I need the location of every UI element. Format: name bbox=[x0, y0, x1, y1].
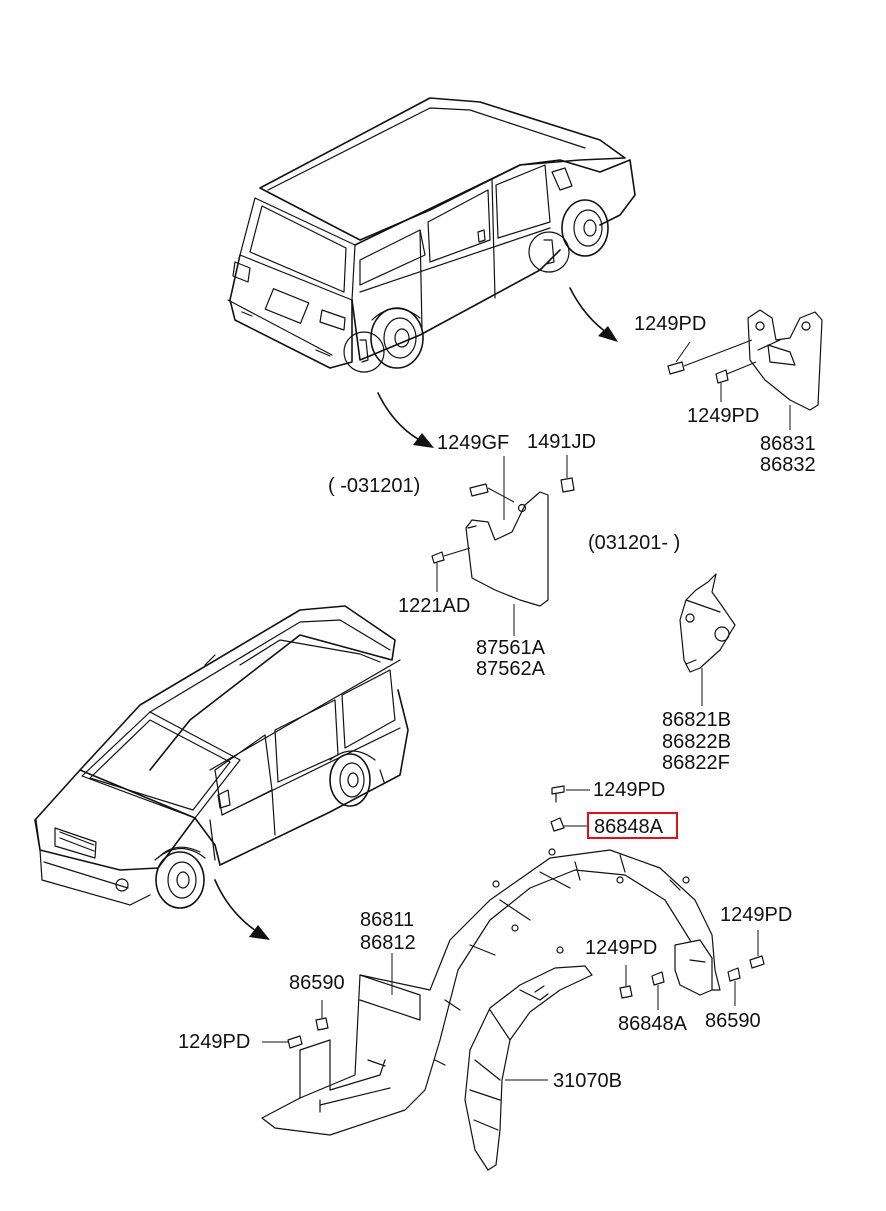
label-86848a: 86848A bbox=[618, 1013, 688, 1035]
mud-flap-86831 bbox=[747, 309, 823, 411]
label-87561a: 87561A bbox=[476, 637, 546, 659]
screw-1221ad bbox=[431, 547, 471, 592]
label-range-old: ( -031201) bbox=[328, 475, 420, 497]
label-1249pd: 1249PD bbox=[585, 937, 657, 959]
mud-flap-87561a bbox=[465, 491, 549, 607]
label-86812: 86812 bbox=[360, 932, 416, 954]
callout-arrows-rear bbox=[377, 287, 618, 448]
bracket-right bbox=[674, 939, 713, 996]
clip-1491jd bbox=[560, 455, 575, 493]
label-86831: 86831 bbox=[760, 433, 816, 455]
label-1249gf: 1249GF bbox=[437, 432, 509, 454]
bolt-1249pd-d bbox=[262, 1035, 303, 1049]
label-86822f: 86822F bbox=[662, 752, 730, 774]
label-86821b: 86821B bbox=[662, 709, 731, 731]
bolt-1249pd-a bbox=[667, 339, 753, 375]
screw-86590-b bbox=[727, 967, 741, 1006]
label-1249pd: 1249PD bbox=[178, 1031, 250, 1053]
label-87562a: 87562A bbox=[476, 658, 546, 680]
front-van-illustration bbox=[34, 605, 409, 909]
bolt-1249pd-f bbox=[749, 930, 765, 969]
label-86832: 86832 bbox=[760, 454, 816, 476]
label-range-new: (031201- ) bbox=[588, 532, 680, 554]
callout-arrow-front bbox=[214, 879, 270, 940]
bolt-1249pd-c bbox=[551, 785, 590, 803]
highlight-box bbox=[587, 812, 678, 839]
screw-1249gf bbox=[469, 456, 515, 520]
label-1249pd: 1249PD bbox=[720, 904, 792, 926]
label-86848a-highlighted: 86848A bbox=[594, 816, 664, 838]
label-31070b: 31070B bbox=[553, 1070, 622, 1092]
inner-liner-31070b bbox=[464, 965, 593, 1171]
label-1249pd: 1249PD bbox=[687, 405, 759, 427]
label-86590: 86590 bbox=[289, 972, 345, 994]
label-1221ad: 1221AD bbox=[398, 595, 470, 617]
clip-86848a-highlighted bbox=[550, 817, 588, 832]
clip-86848a-b bbox=[651, 971, 665, 1010]
label-86590: 86590 bbox=[705, 1010, 761, 1032]
label-1249pd: 1249PD bbox=[593, 779, 665, 801]
label-86822b: 86822B bbox=[662, 731, 731, 753]
bolt-1249pd-e bbox=[619, 965, 633, 999]
screw-86590-a bbox=[315, 1000, 329, 1031]
bolt-1249pd-b bbox=[715, 361, 757, 402]
mud-flap-86821b bbox=[679, 573, 736, 673]
label-86811: 86811 bbox=[360, 909, 414, 931]
label-1249pd: 1249PD bbox=[634, 313, 706, 335]
label-1491jd: 1491JD bbox=[527, 431, 596, 453]
rear-van-illustration bbox=[227, 97, 636, 373]
part-labels: 1249PD 1249PD 86831 86832 1249GF 1491JD … bbox=[178, 313, 816, 1092]
